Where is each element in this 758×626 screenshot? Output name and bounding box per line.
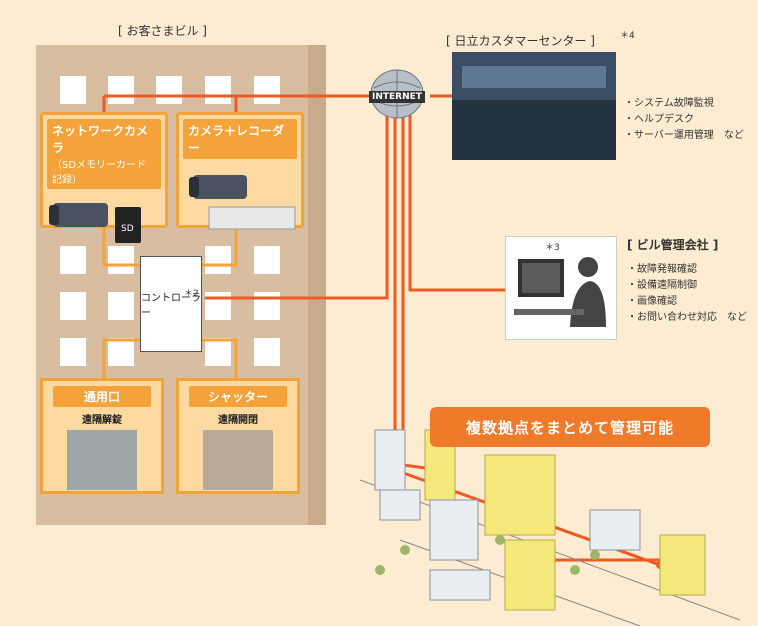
building-mgmt-title: [ ビル管理会社 ]: [627, 238, 719, 252]
building-mgmt-note: ＊3: [545, 243, 560, 253]
entrance-title: 通用口: [53, 386, 151, 407]
recorder-icon: [189, 175, 296, 230]
hitachi-center-title: [ 日立カスタマーセンター ]: [446, 34, 595, 48]
hitachi-services: ・システム故障監視 ・ヘルプデスク ・サーバー運用管理 など: [624, 98, 744, 141]
shutter-label: 遠隔開閉: [218, 415, 258, 426]
svg-text:SD: SD: [121, 224, 134, 234]
customer-building-title: [ お客さまビル ]: [118, 24, 207, 38]
shutter-box: シャッター 遠隔開閉: [176, 378, 300, 494]
building-mgmt-illustration: [505, 236, 617, 340]
building-side: [308, 45, 326, 525]
hitachi-center-note: ＊4: [620, 31, 635, 41]
entrance-label: 遠隔解錠: [82, 415, 122, 426]
network-camera-box: ネットワークカメラ （SDメモリーカード記録） SD: [40, 112, 168, 243]
network-camera-title: ネットワークカメラ （SDメモリーカード記録）: [47, 119, 161, 189]
operator-icon: [514, 257, 606, 327]
camera-recorder-title: カメラ＋レコーダー: [183, 119, 297, 159]
shutter-photo: [203, 430, 273, 490]
controller: コントローラー: [140, 256, 202, 352]
internet-label: INTERNET: [369, 91, 425, 103]
camera-recorder-box: カメラ＋レコーダー: [176, 112, 304, 230]
city-illustration: [359, 429, 741, 626]
shutter-title: シャッター: [189, 386, 287, 407]
entrance-box: 通用口 遠隔解錠: [40, 378, 164, 494]
building-mgmt-services: ・故障発報確認 ・設備遠隔制御 ・画像確認 ・お問い合わせ対応 など: [627, 264, 747, 323]
controller-note: ＊2: [184, 289, 199, 299]
multi-site-banner: 複数拠点をまとめて管理可能: [430, 407, 710, 447]
entrance-photo: [67, 430, 137, 490]
camera-icon: SD: [49, 203, 141, 243]
hitachi-center-photo: [452, 52, 616, 160]
